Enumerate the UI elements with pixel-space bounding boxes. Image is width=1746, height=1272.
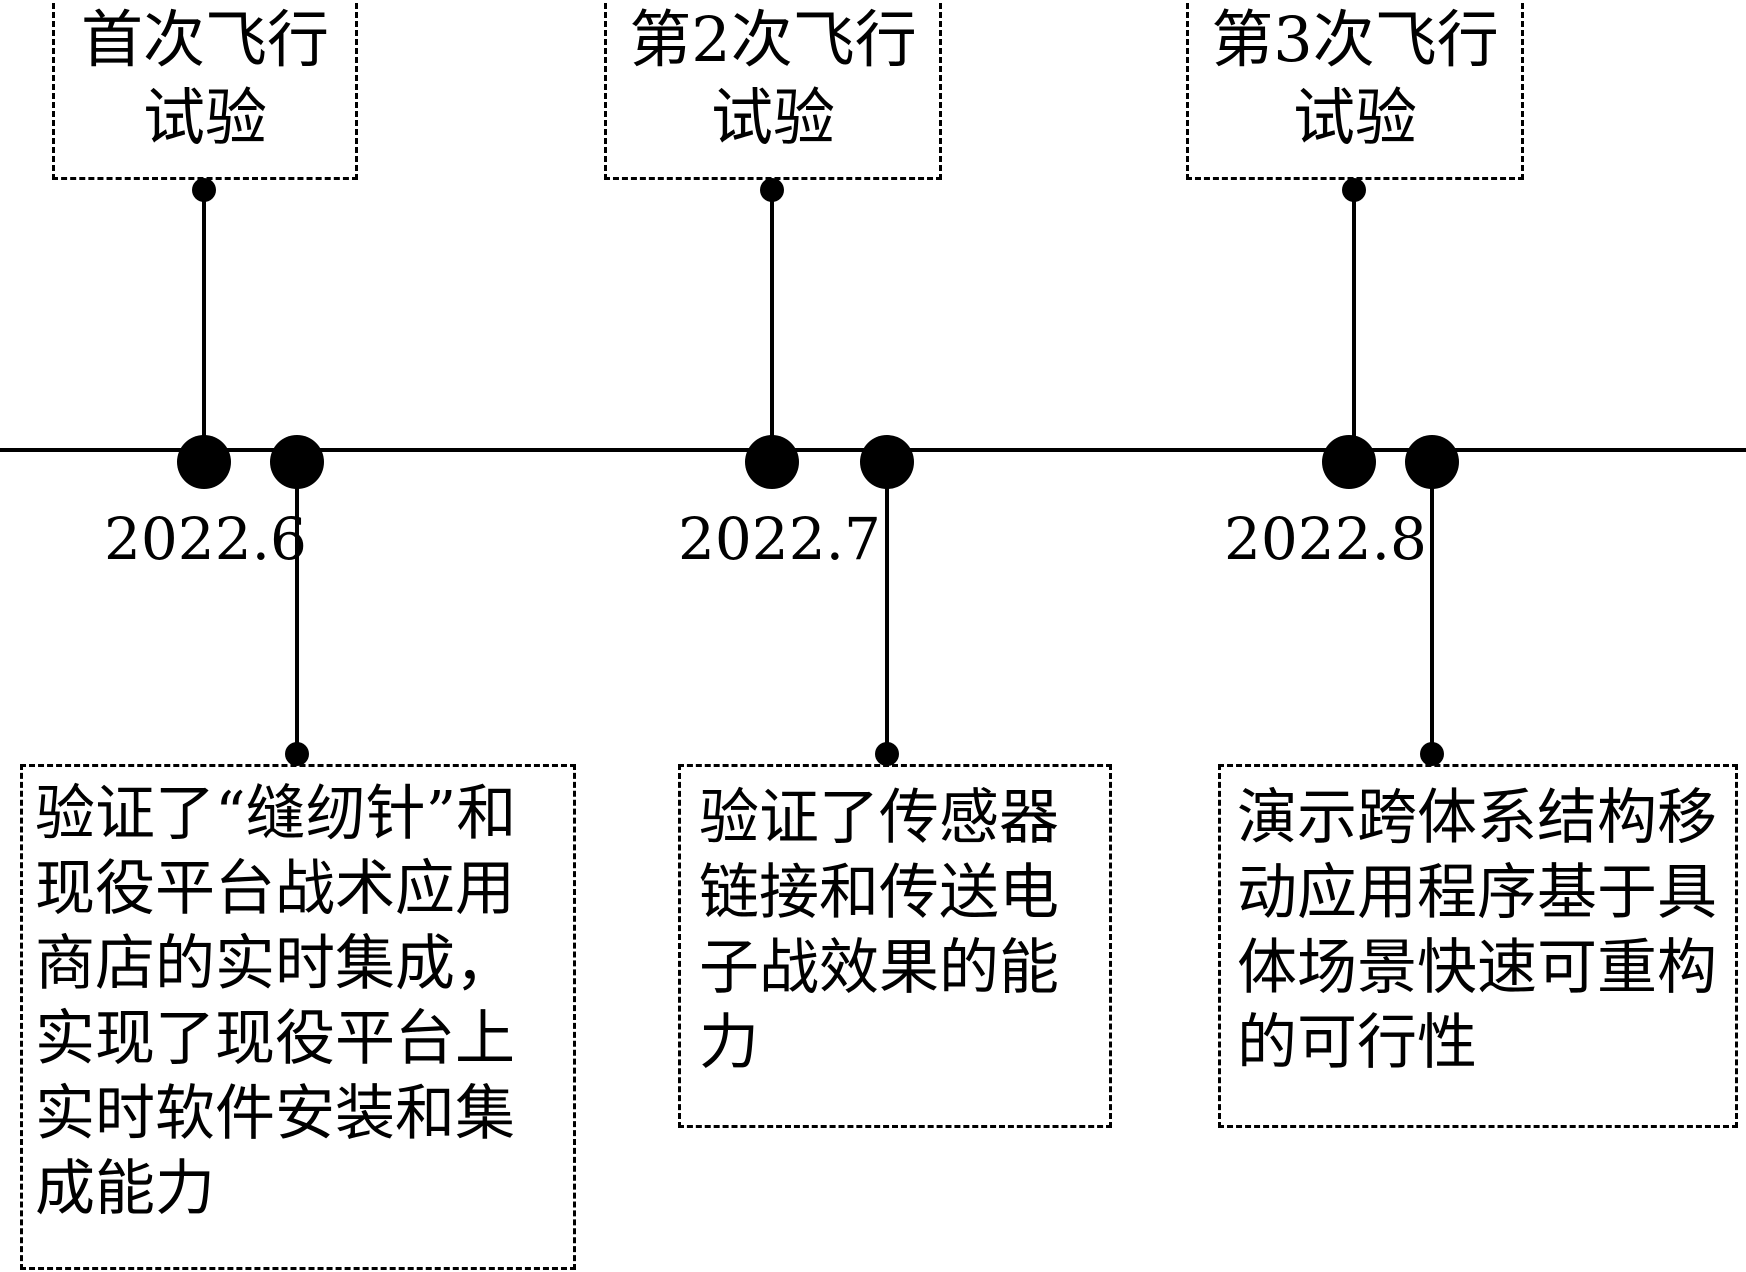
connector-bottom-dot-2 <box>875 742 899 766</box>
event-title-line-2: 试验 <box>142 81 267 154</box>
event-result-box-3: 演示跨体系结构移动应用程序基于具体场景快速可重构的可行性 <box>1218 764 1738 1128</box>
event-result-text-1: 验证了“缝纫针”和现役平台战术应用商店的实时集成，实现了现役平台上实时软件安装和… <box>35 779 517 1224</box>
milestone-dot-1 <box>177 435 231 489</box>
event-result-box-1: 验证了“缝纫针”和现役平台战术应用商店的实时集成，实现了现役平台上实时软件安装和… <box>20 764 576 1270</box>
event-box-top-1: 首次飞行 试验 <box>52 0 358 180</box>
event-result-text-2: 验证了传感器链接和传送电子战效果的能力 <box>699 783 1059 1078</box>
event-box-top-2: 第2次飞行 试验 <box>604 0 942 180</box>
event-result-box-2: 验证了传感器链接和传送电子战效果的能力 <box>678 764 1112 1128</box>
event-title-line-1: 首次飞行 <box>80 3 329 76</box>
event-title-line-1: 第2次飞行 <box>629 3 917 76</box>
date-label-1: 2022.6 <box>104 505 307 573</box>
result-dot-2 <box>860 435 914 489</box>
connector-top-dot-3 <box>1342 178 1366 202</box>
event-title-line-2: 试验 <box>710 81 835 154</box>
connector-bottom-dot-1 <box>285 742 309 766</box>
date-label-3: 2022.8 <box>1224 505 1427 573</box>
result-dot-3 <box>1405 435 1459 489</box>
event-result-text-3: 演示跨体系结构移动应用程序基于具体场景快速可重构的可行性 <box>1237 783 1717 1078</box>
result-dot-1 <box>270 435 324 489</box>
connector-top-dot-2 <box>760 178 784 202</box>
event-title-line-2: 试验 <box>1292 81 1417 154</box>
date-label-2: 2022.7 <box>678 505 881 573</box>
connector-bottom-dot-3 <box>1420 742 1444 766</box>
event-title-line-1: 第3次飞行 <box>1211 3 1499 76</box>
connector-top-dot-1 <box>192 178 216 202</box>
milestone-dot-3 <box>1322 435 1376 489</box>
event-box-top-3: 第3次飞行 试验 <box>1186 0 1524 180</box>
milestone-dot-2 <box>745 435 799 489</box>
